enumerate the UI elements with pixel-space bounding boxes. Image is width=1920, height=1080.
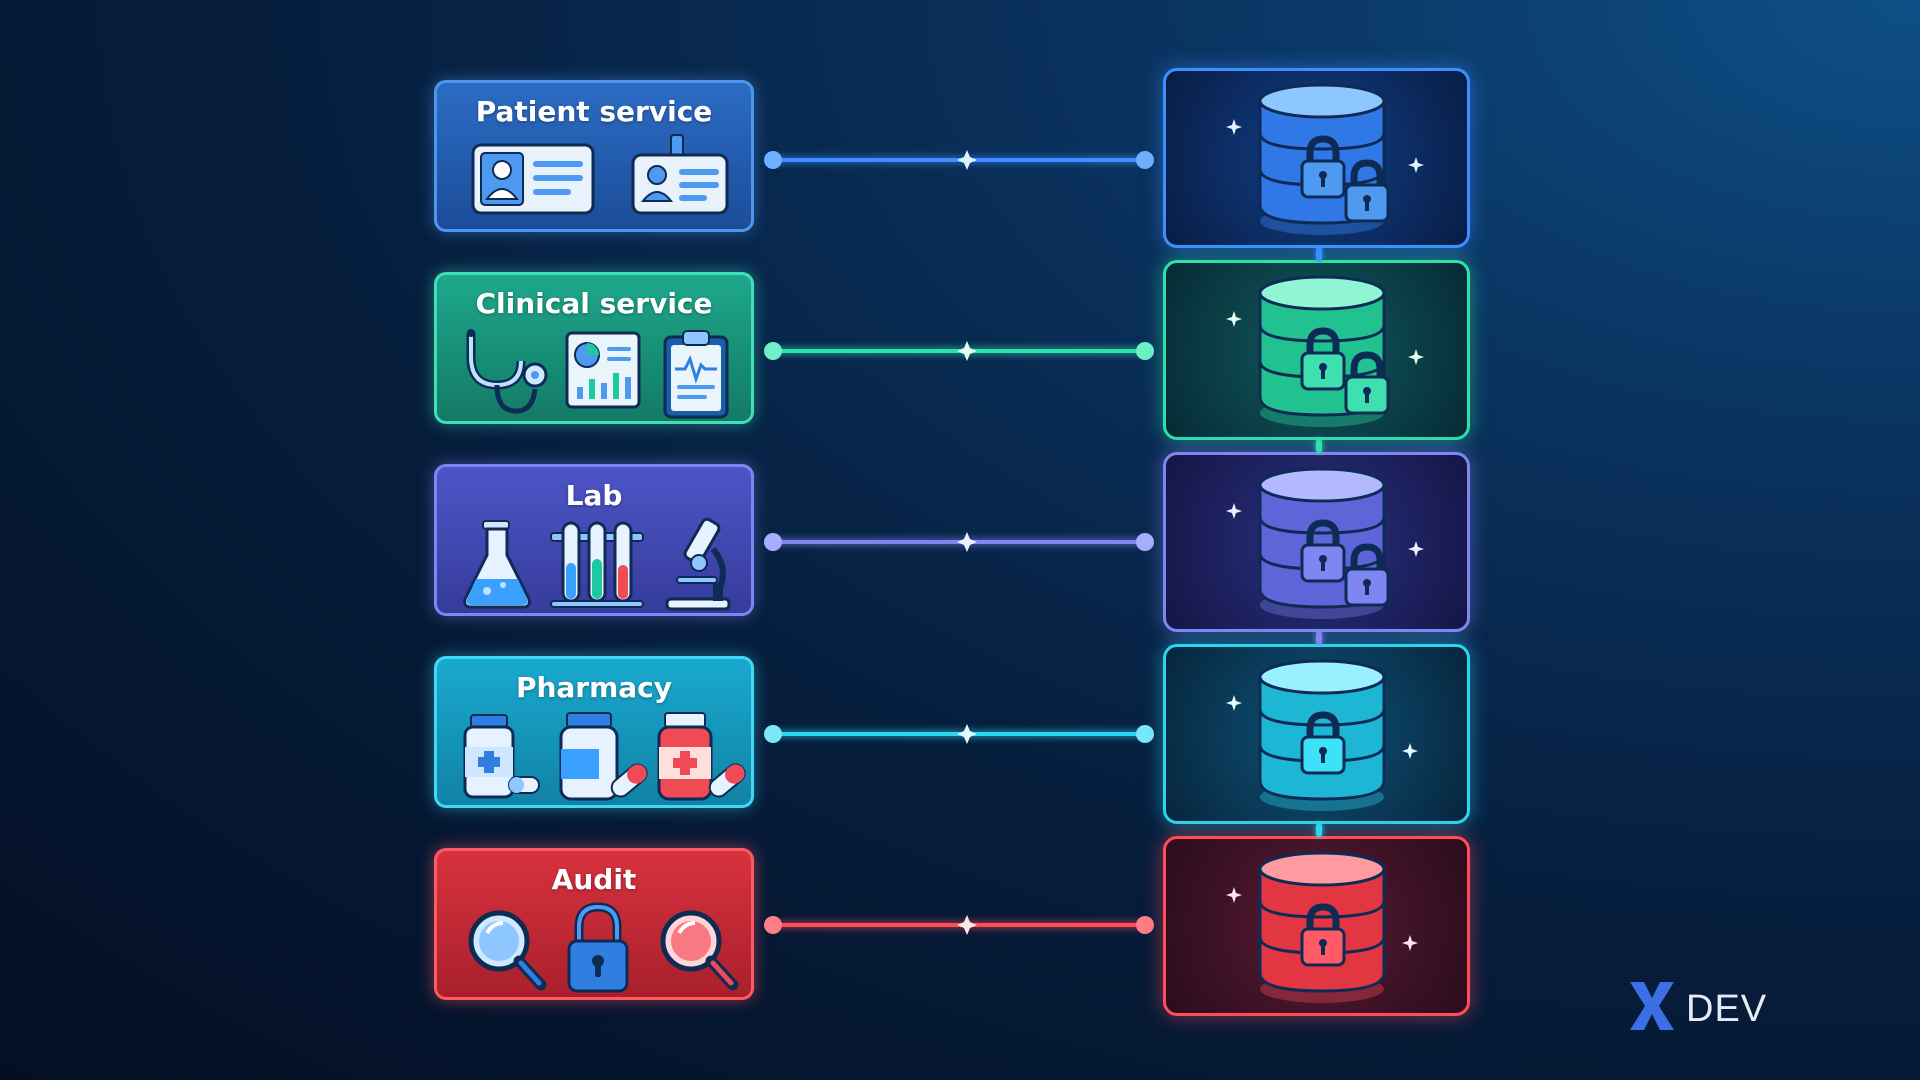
- test-tubes-icon: [550, 521, 644, 608]
- db-stack-connector: [1316, 439, 1322, 453]
- db-stack-connector: [1316, 823, 1322, 837]
- locked-database-icon: [1226, 659, 1418, 811]
- db-stack-connector: [1316, 631, 1322, 645]
- xdev-logo: DEV: [1626, 976, 1776, 1038]
- pharmacy-service-box: Pharmacy: [434, 656, 754, 808]
- x-logo-mark-icon: [1630, 982, 1674, 1030]
- medicine-bottle-icon: [463, 714, 540, 799]
- magnifier-icon: [468, 910, 547, 991]
- clinical-service-box: Clinical service: [434, 272, 754, 424]
- service-title: Pharmacy: [515, 671, 673, 704]
- audit-service-box: Audit: [434, 848, 754, 1000]
- id-card-icon: [471, 143, 595, 215]
- badge-icon: [631, 134, 729, 215]
- locked-database-icon: [1226, 275, 1424, 427]
- patient-service-box: Patient service: [434, 80, 754, 232]
- pill-bottle-icon: [559, 712, 648, 801]
- locked-database-icon: [1226, 83, 1424, 235]
- microscope-icon: [665, 517, 731, 611]
- lab-db-connection: [764, 530, 1154, 554]
- chart-report-icon: [565, 331, 641, 409]
- service-title: Audit: [551, 863, 637, 896]
- locked-database-icon: [1226, 467, 1424, 619]
- audit-database-box: [1163, 836, 1470, 1016]
- clinical-db-connection: [764, 339, 1154, 363]
- padlock-icon: [567, 902, 629, 993]
- clinical-database-box: [1163, 260, 1470, 440]
- flask-icon: [463, 520, 531, 609]
- patient-database-box: [1163, 68, 1470, 248]
- clipboard-icon: [663, 330, 729, 419]
- lab-database-box: [1163, 452, 1470, 632]
- db-stack-connector: [1316, 247, 1322, 261]
- logo-text: DEV: [1686, 988, 1768, 1030]
- service-title: Clinical service: [475, 287, 713, 320]
- patient-db-connection: [764, 148, 1154, 172]
- pharmacy-db-connection: [764, 722, 1154, 746]
- stethoscope-icon: [466, 329, 548, 414]
- lab-service-box: Lab: [434, 464, 754, 616]
- prescription-bottle-icon: [657, 712, 746, 801]
- magnifier-red-icon: [660, 910, 739, 991]
- service-title: Patient service: [475, 95, 713, 128]
- locked-database-icon: [1226, 851, 1418, 1003]
- pharmacy-database-box: [1163, 644, 1470, 824]
- audit-db-connection: [764, 913, 1154, 937]
- service-title: Lab: [565, 479, 623, 512]
